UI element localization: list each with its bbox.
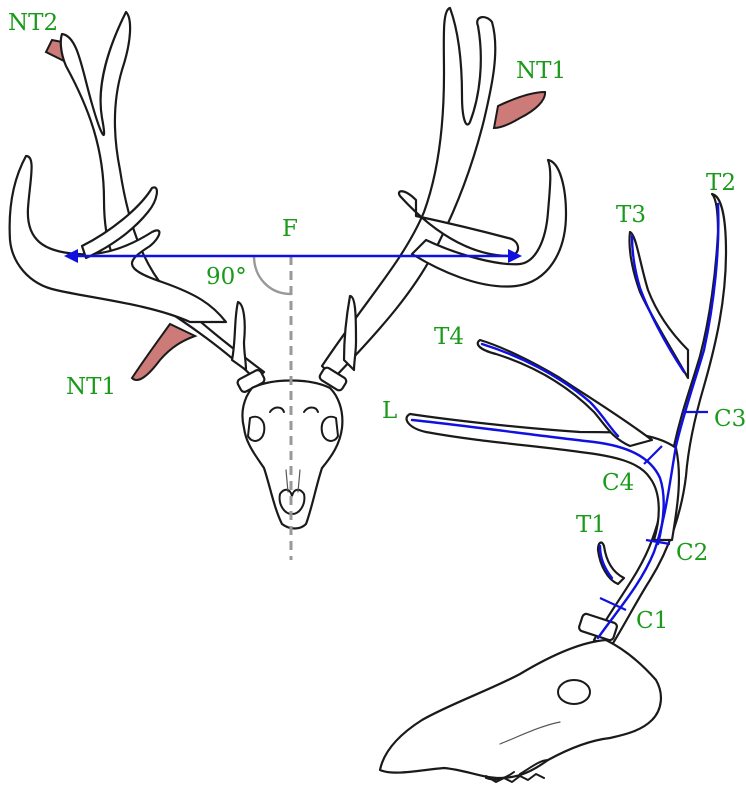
- measure-t4-length: [482, 344, 618, 436]
- right-angle-arc: [254, 256, 291, 294]
- front-view: NT2 NT1 NT1 F 90°: [8, 8, 566, 560]
- label-right-angle: 90°: [206, 264, 247, 290]
- label-c3: C3: [714, 406, 746, 432]
- label-c2: C2: [676, 540, 708, 566]
- label-nt2: NT2: [8, 10, 58, 36]
- label-inside-spread: F: [282, 216, 298, 242]
- nontypical-point-nt1-right: [494, 92, 545, 128]
- left-antler: [61, 12, 264, 380]
- side-skull: [380, 640, 661, 778]
- label-t4: T4: [434, 324, 464, 350]
- side-tine-t3: [629, 232, 688, 378]
- label-t3: T3: [616, 202, 646, 228]
- label-c4: C4: [602, 470, 634, 496]
- right-brow-tine: [344, 296, 356, 370]
- label-nt1-right: NT1: [516, 58, 566, 84]
- label-t1: T1: [576, 512, 606, 538]
- nontypical-point-nt1-left: [132, 324, 195, 380]
- left-brow-tine: [232, 302, 246, 370]
- label-nt1-left: NT1: [66, 374, 116, 400]
- label-main-beam: L: [382, 398, 397, 424]
- label-t2: T2: [706, 170, 736, 196]
- label-c1: C1: [636, 608, 668, 634]
